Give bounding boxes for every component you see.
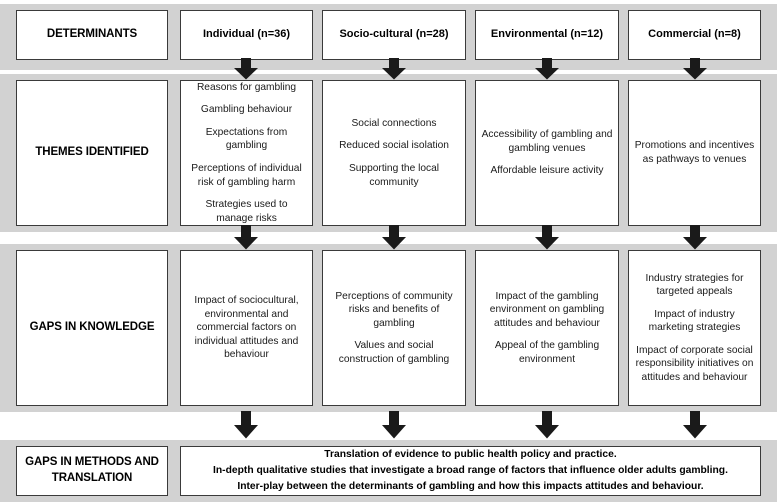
row-label-gaps-in-knowledge-text: GAPS IN KNOWLEDGE: [29, 321, 155, 334]
determinant-count-commercial: (n=8): [714, 28, 741, 41]
gap-item: Appeal of the gambling environment: [494, 340, 600, 365]
row-label-determinants: DETERMINANTS: [16, 10, 168, 60]
gap-item: Impact of the gambling environment on ga…: [489, 290, 605, 329]
determinant-count-individual: (n=36): [257, 28, 291, 41]
row-label-gaps-in-knowledge: GAPS IN KNOWLEDGE: [16, 250, 168, 406]
determinant-box-socio-cultural: Socio-cultural (n=28): [322, 10, 466, 60]
down-arrow-icon: [534, 225, 560, 250]
gap-item: Impact of corporate social responsibilit…: [635, 344, 754, 383]
down-arrow-icon: [233, 411, 259, 439]
theme-item: Social connections: [351, 117, 437, 129]
themes-box-socio-cultural: Social connections Reduced social isolat…: [322, 80, 466, 226]
determinant-title-commercial: Commercial: [648, 28, 712, 41]
themes-box-commercial: Promotions and incentives as pathways to…: [628, 80, 761, 226]
theme-item: Gambling behaviour: [200, 104, 293, 116]
determinant-box-commercial: Commercial (n=8): [628, 10, 761, 60]
theme-item: Promotions and incentives as pathways to…: [634, 140, 755, 165]
theme-item: Affordable leisure activity: [490, 165, 604, 177]
theme-item: Reduced social isolation: [339, 140, 449, 152]
theme-item: Supporting the local community: [348, 163, 440, 188]
determinant-box-environmental: Environmental (n=12): [475, 10, 619, 60]
determinant-count-socio-cultural: (n=28): [415, 28, 449, 41]
theme-item: Perceptions of individual risk of gambli…: [191, 163, 302, 188]
down-arrow-icon: [682, 411, 708, 439]
gaps-box-commercial: Industry strategies for targeted appeals…: [628, 250, 761, 406]
down-arrow-icon: [534, 58, 560, 80]
summary-line: Inter-play between the determinants of g…: [237, 480, 704, 492]
gap-item: Values and social construction of gambli…: [338, 340, 450, 365]
theme-item: Reasons for gambling: [196, 81, 297, 93]
gap-item: Impact of industry marketing strategies: [648, 308, 741, 334]
down-arrow-icon: [381, 58, 407, 80]
row-label-gaps-in-methods-and-translation-text: GAPS IN METHODS AND TRANSLATION: [25, 456, 159, 484]
gaps-box-socio-cultural: Perceptions of community risks and benef…: [322, 250, 466, 406]
summary-line: In-depth qualitative studies that invest…: [213, 465, 728, 477]
determinant-box-individual: Individual (n=36): [180, 10, 313, 60]
row-label-gaps-in-methods-and-translation: GAPS IN METHODS AND TRANSLATION: [16, 446, 168, 496]
down-arrow-icon: [381, 225, 407, 250]
summary-box-translation: Translation of evidence to public health…: [180, 446, 761, 496]
determinant-title-environmental: Environmental: [490, 28, 568, 41]
themes-box-environmental: Accessibility of gambling and gambling v…: [475, 80, 619, 226]
gaps-box-environmental: Impact of the gambling environment on ga…: [475, 250, 619, 406]
down-arrow-icon: [682, 225, 708, 250]
gap-item: Perceptions of community risks and benef…: [335, 290, 453, 329]
down-arrow-icon: [534, 411, 560, 439]
gap-item: Industry strategies for targeted appeals: [645, 272, 744, 298]
themes-box-individual: Reasons for gambling Gambling behaviour …: [180, 80, 313, 226]
row-label-determinants-text: DETERMINANTS: [46, 28, 138, 41]
theme-item: Accessibility of gambling and gambling v…: [481, 129, 613, 154]
theme-item: Expectations from gambling: [205, 126, 288, 152]
gap-item: Impact of sociocultural, environmental a…: [194, 295, 299, 361]
determinant-title-socio-cultural: Socio-cultural: [339, 28, 413, 41]
determinant-title-individual: Individual: [202, 28, 255, 41]
down-arrow-icon: [233, 225, 259, 250]
row-label-themes-identified: THEMES IDENTIFIED: [16, 80, 168, 226]
down-arrow-icon: [233, 58, 259, 80]
theme-item: Strategies used to manage risks: [205, 199, 288, 224]
summary-line: Translation of evidence to public health…: [324, 449, 617, 461]
row-label-themes-identified-text: THEMES IDENTIFIED: [35, 146, 149, 159]
determinant-count-environmental: (n=12): [570, 28, 604, 41]
gaps-box-individual: Impact of sociocultural, environmental a…: [180, 250, 313, 406]
down-arrow-icon: [682, 58, 708, 80]
down-arrow-icon: [381, 411, 407, 439]
